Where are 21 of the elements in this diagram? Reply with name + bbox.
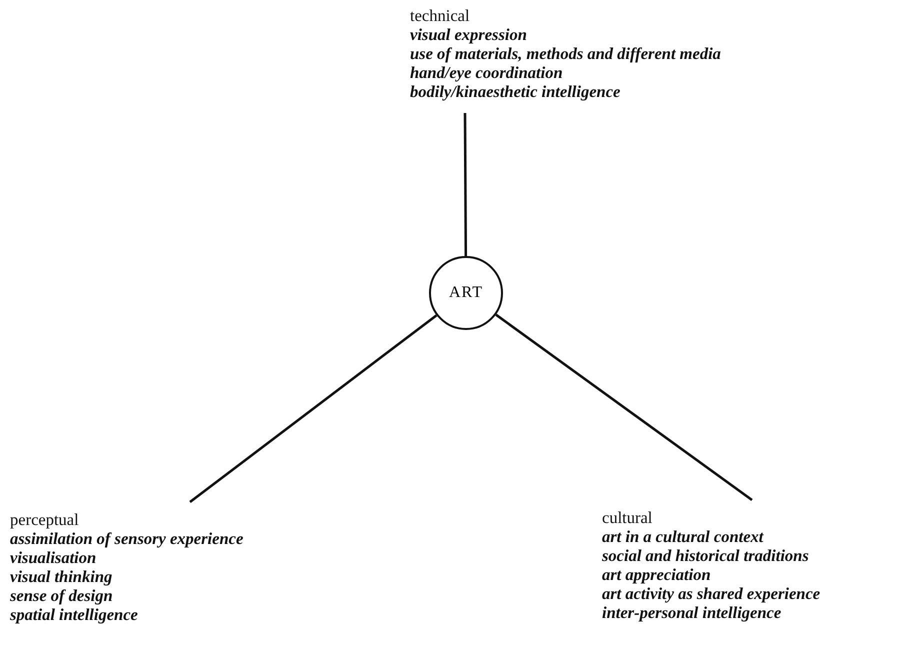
list-item: visual expression [410,25,528,44]
node-label: ART [448,284,484,302]
connector-line [495,314,753,502]
connector-line [189,314,438,503]
list-item: bodily/kinaesthetic intelligence [410,82,622,101]
category-heading: technical [410,6,471,25]
list-item: art activity as shared experience [602,584,820,603]
list-item: inter-personal intelligence [602,603,782,622]
list-item: assimilation of sensory experience [10,529,244,548]
category-heading: cultural [602,508,654,527]
list-item: spatial intelligence [10,605,139,624]
list-item: use of materials, methods and different media [410,44,721,63]
list-item: sense of design [10,586,114,605]
connector-line [464,113,468,256]
list-item: visual thinking [10,567,114,586]
list-item: visualisation [10,548,98,567]
list-item: hand/eye coordination [410,63,564,82]
category-heading: perceptual [10,510,80,529]
list-item: art appreciation [602,565,712,584]
list-item: art in a cultural context [602,527,765,546]
list-item: social and historical traditions [602,546,810,565]
